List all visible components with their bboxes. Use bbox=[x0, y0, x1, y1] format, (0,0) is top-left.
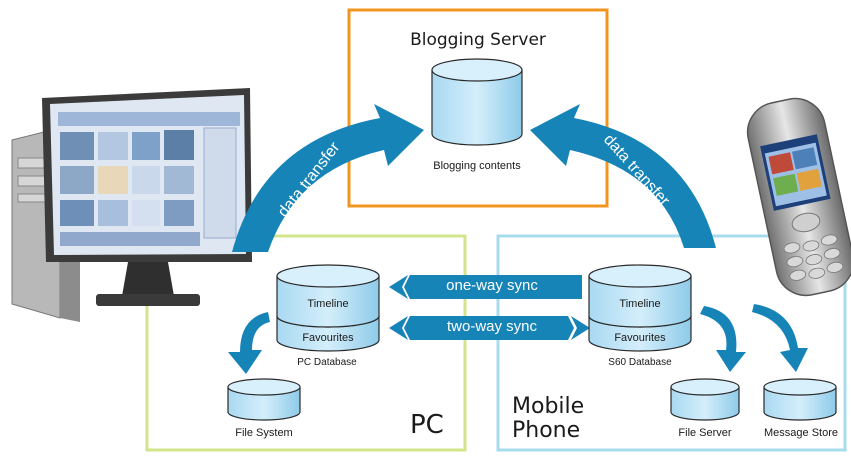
message-store-label: Message Store bbox=[764, 427, 838, 439]
one-way-sync-label: one-way sync bbox=[446, 277, 538, 294]
file-system-cylinder bbox=[227, 378, 301, 421]
s60-database-cylinder bbox=[588, 264, 692, 352]
two-way-sync-arrow bbox=[389, 316, 590, 340]
phone-to-messagestore-arrow bbox=[752, 304, 808, 372]
blogging-contents-label: Blogging contents bbox=[433, 160, 521, 172]
blogging-server-title: Blogging Server bbox=[410, 30, 546, 50]
pc-zone-label: PC bbox=[410, 410, 444, 440]
s60-favourites-label: Favourites bbox=[614, 332, 666, 344]
file-system-label: File System bbox=[235, 427, 293, 439]
right-data-transfer-arrow bbox=[530, 104, 716, 248]
pc-monitor-icon bbox=[42, 88, 252, 306]
blogging-contents-cylinder bbox=[431, 58, 523, 146]
pc-zone-frame bbox=[145, 234, 467, 452]
mobile-phone-label-line2: Phone bbox=[512, 418, 581, 443]
message-store-cylinder bbox=[763, 378, 837, 421]
mobile-phone-icon bbox=[746, 97, 851, 297]
s60-database-label: S60 Database bbox=[608, 357, 672, 368]
phone-zone-frame bbox=[496, 234, 847, 452]
pc-to-filesystem-arrow bbox=[228, 312, 270, 374]
phone-to-fileserver-arrow bbox=[700, 306, 746, 372]
file-server-cylinder bbox=[670, 378, 740, 421]
pc-database-label: PC Database bbox=[297, 357, 357, 368]
one-way-sync-arrow bbox=[389, 275, 582, 299]
pc-timeline-label: Timeline bbox=[307, 298, 349, 310]
pc-favourites-label: Favourites bbox=[302, 332, 354, 344]
blogging-server-frame bbox=[347, 8, 609, 208]
mobile-phone-label-line1: Mobile bbox=[512, 394, 585, 419]
s60-timeline-label: Timeline bbox=[619, 298, 661, 310]
two-way-sync-label: two-way sync bbox=[446, 318, 538, 335]
file-server-label: File Server bbox=[678, 427, 732, 439]
left-data-transfer-arrow bbox=[232, 104, 424, 252]
pc-database-cylinder bbox=[276, 264, 380, 352]
